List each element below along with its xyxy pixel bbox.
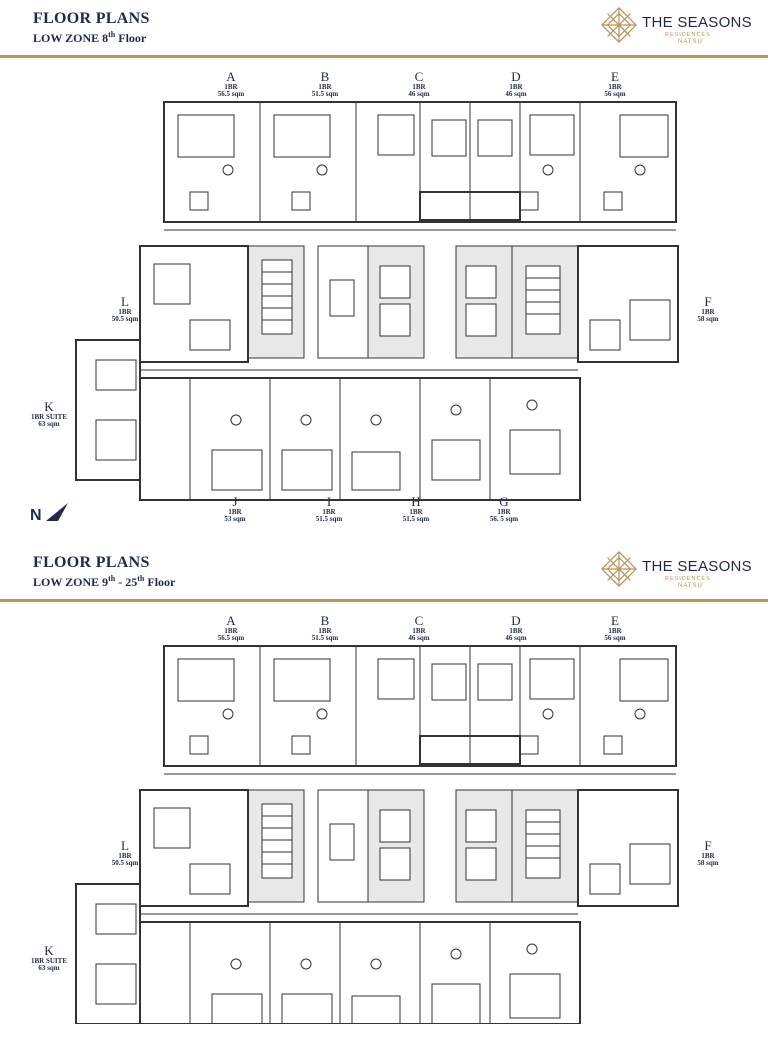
floor-plan-drawing	[75, 645, 679, 1024]
floor-plan-sheet-8th: FLOOR PLANS LOW ZONE 8th Floor THE SEASO…	[0, 0, 768, 524]
north-label: N	[30, 507, 42, 524]
brand-sub: NATSU	[678, 39, 703, 45]
brand-sub: NATSU	[678, 583, 703, 589]
sheet-title: FLOOR PLANS	[33, 554, 150, 571]
gold-divider	[0, 55, 768, 58]
brand-logo-icon	[601, 7, 637, 43]
brand-tagline: RESIDENCES	[665, 576, 711, 582]
brand-logo-icon	[601, 551, 637, 587]
gold-divider	[0, 599, 768, 602]
floor-plan-drawing	[75, 101, 679, 501]
floor-plan-sheet-9th-25th: FLOOR PLANS LOW ZONE 9th - 25th Floor TH…	[0, 544, 768, 1056]
zone-subtitle: LOW ZONE 8th Floor	[33, 30, 147, 45]
brand-name: THE SEASONS	[642, 558, 752, 575]
zone-subtitle: LOW ZONE 9th - 25th Floor	[33, 574, 176, 589]
north-arrow-icon	[46, 503, 68, 521]
brand-name: THE SEASONS	[642, 14, 752, 31]
brand-tagline: RESIDENCES	[665, 32, 711, 38]
sheet-title: FLOOR PLANS	[33, 10, 150, 27]
